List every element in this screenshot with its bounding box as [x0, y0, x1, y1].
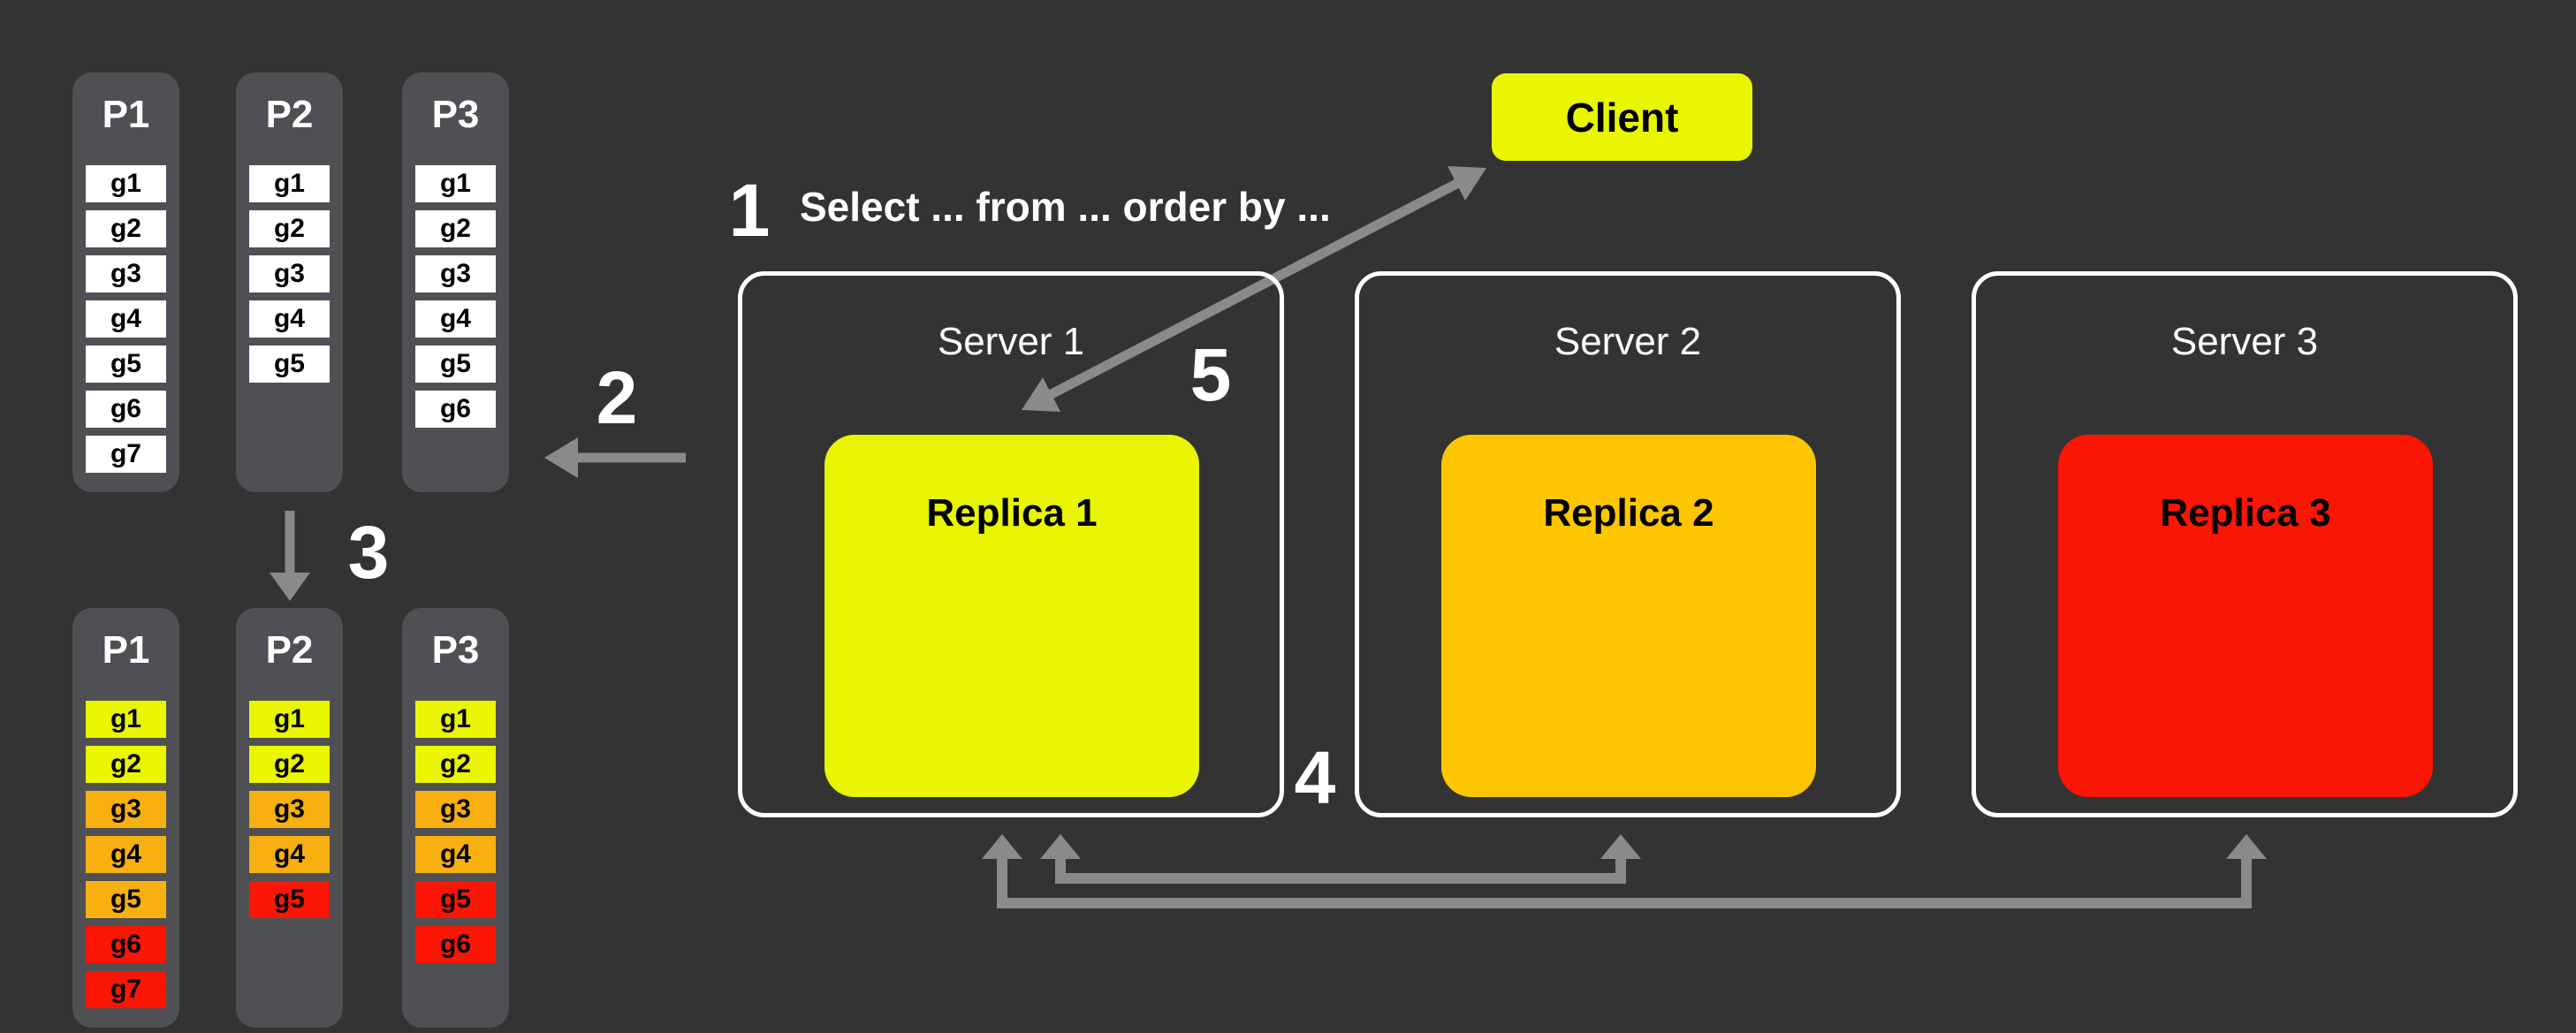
partition-cell-g2: g2	[86, 210, 166, 247]
server3-server1-connector	[982, 834, 2267, 908]
partition-cell-g1: g1	[86, 165, 166, 202]
top-partition-column-p1: P1 g1 g2 g3 g4 g5 g6 g7	[72, 72, 179, 492]
partition-cell-g1: g1	[415, 165, 496, 202]
partition-cell-g7: g7	[86, 436, 166, 473]
step2-left-arrow	[544, 437, 686, 478]
partition-cell-g4: g4	[249, 836, 330, 873]
partition-cell-g2: g2	[86, 746, 166, 783]
step-1-number: 1	[728, 169, 771, 252]
partition-cell-g5: g5	[86, 881, 166, 918]
partition-cell-g3: g3	[86, 791, 166, 828]
partition-cell-g3: g3	[415, 255, 496, 292]
server-3-box: Server 3 Replica 3	[1972, 271, 2518, 817]
partition-cell-g6: g6	[86, 926, 166, 963]
partition-title: P1	[102, 93, 150, 136]
partition-title: P3	[431, 628, 480, 672]
bottom-partition-column-p1: P1 g1 g2 g3 g4 g5 g6 g7	[72, 608, 179, 1028]
server-3-title: Server 3	[2170, 320, 2319, 363]
bottom-partition-column-p2: P2 g1 g2 g3 g4 g5	[236, 608, 343, 1028]
partition-cell-g4: g4	[86, 300, 166, 338]
partition-cell-g5: g5	[415, 346, 496, 383]
partition-cell-g1: g1	[415, 701, 496, 738]
server-2-box: Server 2 Replica 2	[1355, 271, 1901, 817]
partition-cell-g4: g4	[415, 300, 496, 338]
partition-cell-g3: g3	[86, 255, 166, 292]
replica-3-label: Replica 3	[2160, 491, 2331, 535]
partition-cell-g4: g4	[249, 300, 330, 338]
partition-cell-g6: g6	[415, 926, 496, 963]
replica-1-label: Replica 1	[926, 491, 1098, 535]
client-server1-arrow	[1022, 166, 1486, 412]
step3-down-arrow	[270, 511, 310, 601]
partition-cell-g5: g5	[249, 346, 330, 383]
partition-cell-g4: g4	[415, 836, 496, 873]
server-1-box: Server 1 Replica 1	[738, 271, 1284, 817]
replica-1-box: Replica 1	[824, 435, 1199, 797]
replica-2-label: Replica 2	[1543, 491, 1714, 535]
partition-cell-g6: g6	[86, 391, 166, 428]
replica-2-box: Replica 2	[1441, 435, 1816, 797]
partition-cell-g1: g1	[249, 701, 330, 738]
top-partition-column-p2: P2 g1 g2 g3 g4 g5	[236, 72, 343, 492]
step-2-number: 2	[596, 356, 638, 439]
partition-cell-g3: g3	[249, 791, 330, 828]
partition-title: P3	[431, 93, 480, 136]
step-4-number: 4	[1294, 736, 1336, 819]
top-partition-column-p3: P3 g1 g2 g3 g4 g5 g6	[402, 72, 509, 492]
bottom-partition-column-p3: P3 g1 g2 g3 g4 g5 g6	[402, 608, 509, 1028]
partition-title: P1	[102, 628, 150, 672]
partition-cell-g3: g3	[415, 791, 496, 828]
step-5-number: 5	[1189, 333, 1232, 416]
partition-cell-g7: g7	[86, 971, 166, 1008]
partition-title: P2	[265, 628, 314, 672]
server-1-title: Server 1	[937, 320, 1085, 363]
partition-cell-g6: g6	[415, 391, 496, 428]
partition-cell-g5: g5	[415, 881, 496, 918]
partition-cell-g1: g1	[249, 165, 330, 202]
server-2-title: Server 2	[1554, 320, 1702, 363]
partition-cell-g2: g2	[415, 210, 496, 247]
partition-cell-g2: g2	[415, 746, 496, 783]
partition-cell-g2: g2	[249, 210, 330, 247]
partition-cell-g5: g5	[249, 881, 330, 918]
server2-server1-connector	[1040, 834, 1641, 884]
partition-cell-g3: g3	[249, 255, 330, 292]
partition-cell-g5: g5	[86, 346, 166, 383]
partition-cell-g1: g1	[86, 701, 166, 738]
partition-title: P2	[265, 93, 314, 136]
step-3-number: 3	[347, 511, 390, 594]
partition-cell-g4: g4	[86, 836, 166, 873]
query-text: Select ... from ... order by ...	[800, 184, 1331, 230]
replica-3-box: Replica 3	[2058, 435, 2433, 797]
partition-cell-g2: g2	[249, 746, 330, 783]
client-box: Client	[1492, 73, 1752, 161]
